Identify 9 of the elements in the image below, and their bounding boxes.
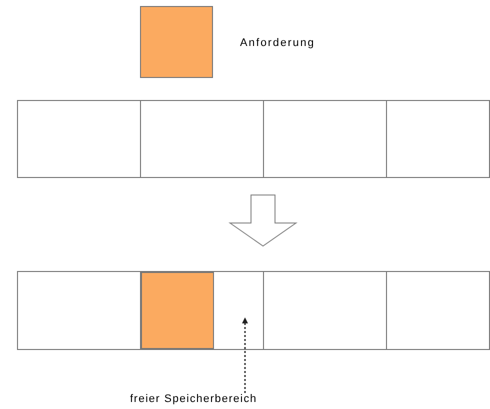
node-caption: Anforderung xyxy=(240,36,316,51)
leader-line xyxy=(242,317,248,393)
memory-bar xyxy=(17,100,490,178)
memory-cell xyxy=(141,272,264,349)
memory-bar xyxy=(17,271,490,350)
memory-block xyxy=(141,272,214,349)
leader-text: freier Speicherbereich xyxy=(130,391,290,409)
memory-block xyxy=(140,6,213,78)
block-arrow xyxy=(228,194,298,247)
